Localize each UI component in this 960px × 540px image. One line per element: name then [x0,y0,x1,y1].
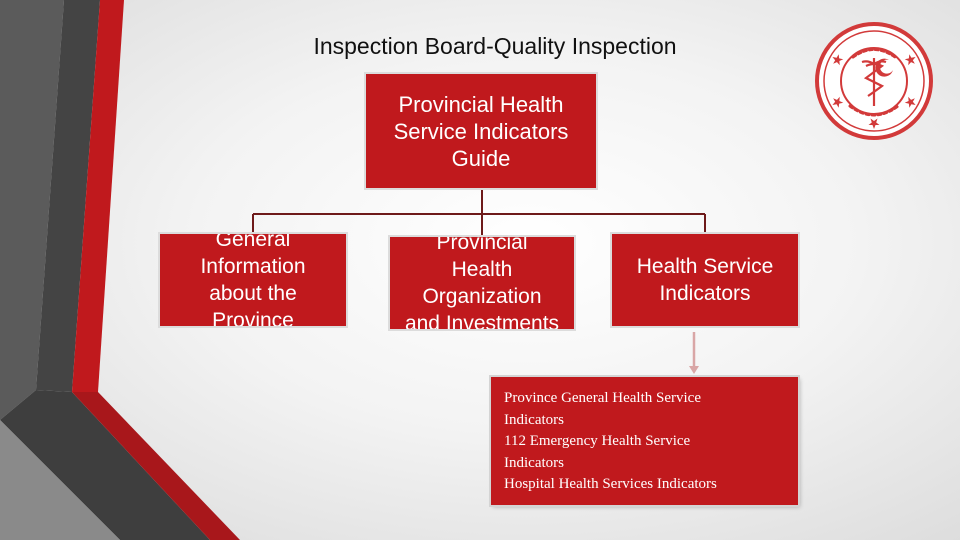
detail-line: Indicators [504,411,564,428]
child-node-line: Indicators [659,282,751,305]
child-node-line: Province [212,309,294,326]
detail-line: 112 Emergency Health Service [504,433,691,450]
child-node-line: Health [451,258,513,281]
page-title: Inspection Board-Quality Inspection [313,33,677,59]
child-node-line: Provincial [436,237,528,254]
child-node-line: and Investments [404,312,560,329]
child-node-line: about the [209,282,297,305]
ministry-seal-icon [815,22,933,140]
child-node-line: General [215,234,291,251]
root-node-line: Provincial Health [398,91,564,117]
detail-line: Province General Health Service [504,390,701,407]
root-node-line: Guide [451,145,511,171]
detail-line: Indicators [504,454,564,471]
child-node-general-information: General Information about the Province [160,234,346,326]
detail-indicators-box: Province General Health Service Indicato… [491,377,798,505]
child-node-organization-investments: Provincial Health Organization and Inves… [390,237,574,329]
child-node-health-service-indicators: Health Service Indicators [612,234,798,326]
child-node-line: Health Service [636,255,774,278]
root-node-box: Provincial Health Service Indicators Gui… [366,74,596,188]
child-node-line: Organization [422,285,542,308]
child-node-line: Information [200,255,306,278]
root-node-line: Service Indicators [393,118,569,144]
detail-line: Hospital Health Services Indicators [504,476,717,493]
